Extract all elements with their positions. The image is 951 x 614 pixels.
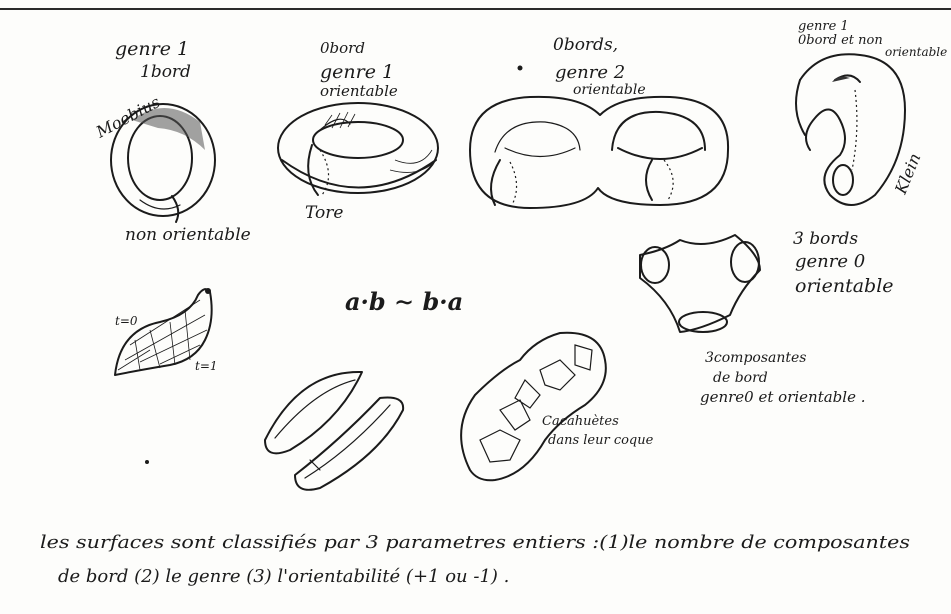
stray-dot: [145, 460, 149, 464]
torus-name-label: Tore: [305, 203, 343, 223]
components-label-line1: 3composantes: [705, 350, 807, 366]
klein-name-label: Klein: [891, 150, 925, 197]
pair-of-pants-drawing: [640, 235, 760, 332]
ribbon-t0-label: t=0: [115, 314, 138, 328]
stray-dot: [518, 66, 523, 71]
caption-line1: les surfaces sont classifiés par 3 param…: [40, 532, 910, 553]
folded-bands-drawing: [265, 372, 403, 490]
klein-genus-label: genre 1: [798, 19, 849, 34]
moebius-orientability-label: non orientable: [125, 225, 251, 245]
components-label-line2: de bord: [713, 370, 768, 386]
double-torus-boundary-label: 0bords,: [553, 35, 618, 55]
torus-genus-label: genre 1: [320, 61, 394, 83]
pants-boundary-label: 3 bords: [793, 229, 858, 249]
pants-genus-label: genre 0: [795, 251, 865, 272]
torus-boundary-label: 0bord: [320, 39, 365, 57]
peanut-drawing: [461, 333, 606, 481]
moebius-boundary-label: 1bord: [140, 62, 191, 82]
klein-bottle-drawing: [796, 54, 905, 205]
commutation-formula: a·b ∼ b·a: [345, 287, 463, 316]
peanut-label-line2: dans leur coque: [548, 433, 654, 448]
torus-orientability-label: orientable: [320, 82, 398, 100]
klein-orientability-label: orientable: [885, 45, 947, 59]
caption-line2: de bord (2) le genre (3) l'orientabilité…: [58, 566, 509, 587]
ribbon-t1-label: t=1: [195, 359, 218, 373]
torus-drawing: [278, 103, 438, 195]
double-torus-orientability-label: orientable: [573, 82, 646, 98]
klein-boundary-label: 0bord et non: [798, 33, 883, 48]
double-torus-drawing: [470, 97, 728, 208]
moebius-genus-label: genre 1: [115, 38, 189, 60]
double-torus-genus-label: genre 2: [555, 62, 625, 83]
pants-orientability-label: orientable: [795, 275, 894, 297]
components-label-line3: genre0 et orientable .: [700, 388, 866, 406]
peanut-label-line1: Cacahuètes: [542, 414, 619, 429]
